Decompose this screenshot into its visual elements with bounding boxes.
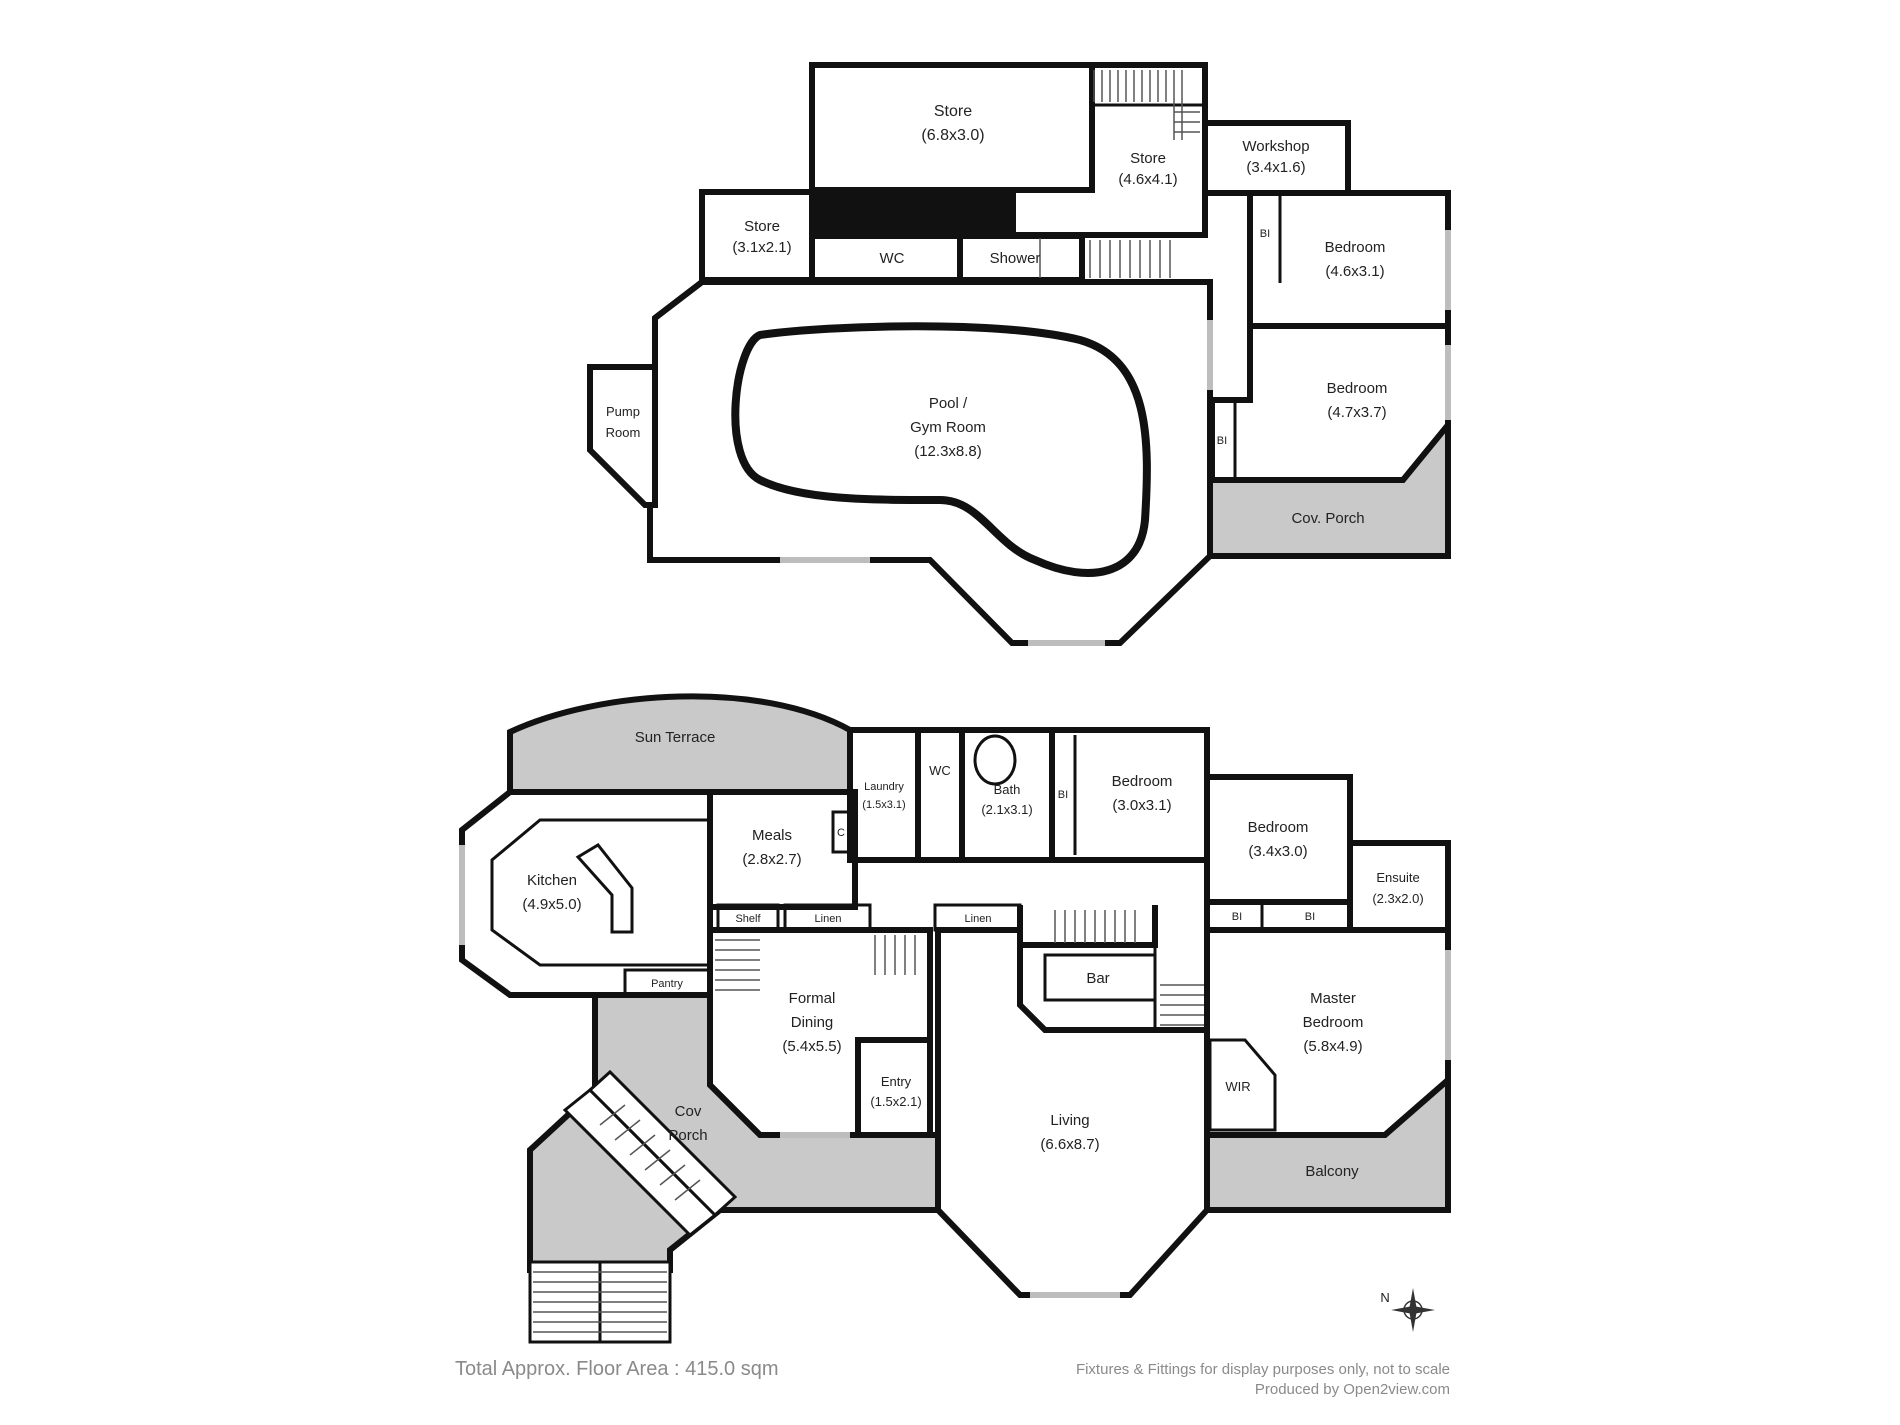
size-workshop: (3.4x1.6) xyxy=(1246,159,1305,176)
sun-terrace xyxy=(507,693,853,795)
size-entry: (1.5x2.1) xyxy=(870,1094,921,1109)
size-laundry: (1.5x3.1) xyxy=(862,799,905,811)
label-bedroom-lower-2: Bedroom xyxy=(1248,819,1309,836)
label-shelf: Shelf xyxy=(735,913,761,925)
label-ensuite: Ensuite xyxy=(1376,870,1419,885)
size-store-stairs: (4.6x4.1) xyxy=(1118,171,1177,188)
label-bath: Bath xyxy=(994,782,1021,797)
label-shower: Shower xyxy=(990,250,1041,267)
cov-porch-lower xyxy=(527,992,941,1273)
dark-block xyxy=(811,191,1016,235)
label-bi-lower-3: BI xyxy=(1058,789,1068,801)
label-cov-porch-1: Cov xyxy=(675,1103,702,1120)
laundry-room xyxy=(847,727,921,863)
upper-level xyxy=(587,62,1451,646)
compass-icon: N xyxy=(1380,1288,1435,1332)
meals-room xyxy=(707,789,858,910)
label-pump-1: Pump xyxy=(606,404,640,419)
stairs-porch xyxy=(562,1069,738,1238)
wc-lower-room xyxy=(915,727,965,863)
label-entry: Entry xyxy=(881,1074,912,1089)
disclaimer: Fixtures & Fittings for display purposes… xyxy=(1075,1361,1450,1378)
label-dining-1: Formal xyxy=(789,990,836,1007)
ensuite-room xyxy=(1347,840,1451,933)
size-ensuite: (2.3x2.0) xyxy=(1372,891,1423,906)
label-store-small: Store xyxy=(744,218,780,235)
label-bi-upper-2: BI xyxy=(1217,435,1227,447)
label-sun-terrace: Sun Terrace xyxy=(635,729,716,746)
kitchen-inner xyxy=(490,818,712,967)
cov-porch-upper xyxy=(1207,416,1451,559)
label-master-2: Bedroom xyxy=(1303,1014,1364,1031)
lower-level xyxy=(459,693,1451,1344)
balcony xyxy=(1204,1073,1451,1213)
label-laundry: Laundry xyxy=(864,781,904,793)
master-bedroom-room xyxy=(1204,927,1451,1138)
stairs-upper-mid xyxy=(1089,240,1171,278)
label-bedroom-upper-2: Bedroom xyxy=(1327,380,1388,397)
size-bedroom-lower-1: (3.0x3.1) xyxy=(1112,797,1171,814)
pump-room xyxy=(587,364,658,508)
stairs-lower-left xyxy=(715,935,916,991)
size-kitchen: (4.9x5.0) xyxy=(522,896,581,913)
size-pool: (12.3x8.8) xyxy=(914,443,982,460)
label-pool-1: Pool / xyxy=(929,395,968,412)
size-living: (6.6x8.7) xyxy=(1040,1136,1099,1153)
stairs-bottom xyxy=(528,1260,672,1344)
label-cov-porch-upper: Cov. Porch xyxy=(1291,510,1364,527)
label-wc-lower: WC xyxy=(929,763,951,778)
label-c: C xyxy=(837,827,845,839)
workshop-room xyxy=(1202,120,1351,196)
stairs-bar xyxy=(1054,910,1205,1026)
label-bar: Bar xyxy=(1086,970,1109,987)
label-pump-2: Room xyxy=(606,425,641,440)
label-wir: WIR xyxy=(1225,1079,1250,1094)
pool-outline xyxy=(731,322,1151,577)
store-small-room xyxy=(699,189,815,283)
size-store-small: (3.1x2.1) xyxy=(732,239,791,256)
label-pantry: Pantry xyxy=(651,978,683,990)
size-bedroom-upper-1: (4.6x3.1) xyxy=(1325,263,1384,280)
bedroom-upper-2 xyxy=(1209,323,1451,483)
bedroom-lower-2 xyxy=(1204,774,1353,905)
label-wc-upper: WC xyxy=(880,250,905,267)
footer-notes: Fixtures & Fittings for display purposes… xyxy=(1076,1360,1450,1400)
label-meals: Meals xyxy=(752,827,792,844)
label-pool-2: Gym Room xyxy=(910,419,986,436)
total-area: Total Approx. Floor Area : 415.0 sqm xyxy=(455,1358,779,1380)
label-balcony: Balcony xyxy=(1305,1163,1359,1180)
label-bi-lower-1: BI xyxy=(1232,911,1242,923)
label-bi-lower-2: BI xyxy=(1305,911,1315,923)
label-dining-2: Dining xyxy=(791,1014,834,1031)
label-bedroom-upper-1: Bedroom xyxy=(1325,239,1386,256)
size-master: (5.8x4.9) xyxy=(1303,1038,1362,1055)
size-bedroom-upper-2: (4.7x3.7) xyxy=(1327,404,1386,421)
size-dining: (5.4x5.5) xyxy=(782,1038,841,1055)
compass-label: N xyxy=(1380,1290,1389,1305)
size-bath: (2.1x3.1) xyxy=(981,802,1032,817)
label-bedroom-lower-1: Bedroom xyxy=(1112,773,1173,790)
label-store-stairs: Store xyxy=(1130,150,1166,167)
size-store-large: (6.8x3.0) xyxy=(921,127,984,144)
pool-gym-room xyxy=(647,279,1213,646)
stairs-upper-top xyxy=(1093,70,1200,140)
label-living: Living xyxy=(1050,1112,1089,1129)
label-bi-upper-1: BI xyxy=(1260,228,1270,240)
size-meals: (2.8x2.7) xyxy=(742,851,801,868)
size-bedroom-lower-2: (3.4x3.0) xyxy=(1248,843,1307,860)
label-store-large: Store xyxy=(934,103,972,120)
produced-by: Produced by Open2view.com xyxy=(1254,1381,1450,1398)
label-linen-left: Linen xyxy=(815,913,842,925)
label-linen-right: Linen xyxy=(965,913,992,925)
bar-counter xyxy=(1018,943,1157,1032)
bar-box xyxy=(1043,953,1157,1002)
kitchen-island xyxy=(575,843,634,934)
wir xyxy=(1208,1038,1277,1132)
label-workshop: Workshop xyxy=(1242,138,1309,155)
label-kitchen: Kitchen xyxy=(527,872,577,889)
label-master-1: Master xyxy=(1310,990,1356,1007)
label-cov-porch-2: Porch xyxy=(668,1127,707,1144)
